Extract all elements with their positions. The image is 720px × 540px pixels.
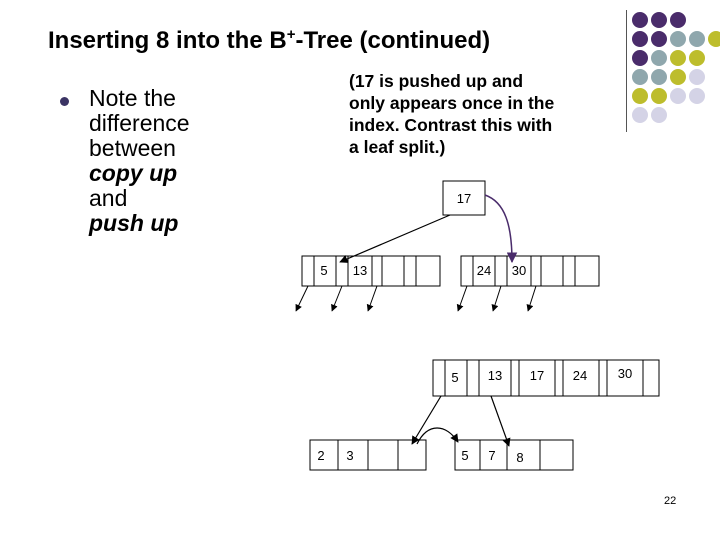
- page-number: 22: [664, 495, 676, 507]
- leaf-node-right: 5 7 8: [455, 440, 573, 470]
- index-to-leaf-left-arrow: [412, 396, 441, 444]
- index-key: 5: [320, 263, 327, 278]
- child-pointer-arrows: [296, 286, 536, 311]
- index-key: 24: [573, 368, 587, 383]
- root-key: 17: [457, 191, 471, 206]
- leaf-key: 8: [516, 450, 523, 465]
- index-key: 13: [488, 368, 502, 383]
- index-key: 30: [512, 263, 526, 278]
- root-left-arrow: [340, 215, 450, 262]
- root-right-arrow: [485, 195, 512, 262]
- upper-index-right: 24 30: [461, 256, 599, 286]
- root-node: 17: [443, 181, 485, 215]
- index-key: 24: [477, 263, 491, 278]
- lower-index-node: 5 13 17 24 30: [433, 360, 659, 396]
- leaf-key: 3: [346, 448, 353, 463]
- index-key: 17: [530, 368, 544, 383]
- leaf-key: 7: [488, 448, 495, 463]
- leaf-node-left: 2 3: [310, 440, 426, 470]
- leaf-key: 2: [317, 448, 324, 463]
- index-to-leaf-right-arrow: [491, 396, 509, 446]
- upper-index-left: 5 13: [302, 256, 440, 286]
- index-key: 13: [353, 263, 367, 278]
- index-key: 5: [451, 370, 458, 385]
- index-key: 30: [618, 366, 632, 381]
- leaf-key: 5: [461, 448, 468, 463]
